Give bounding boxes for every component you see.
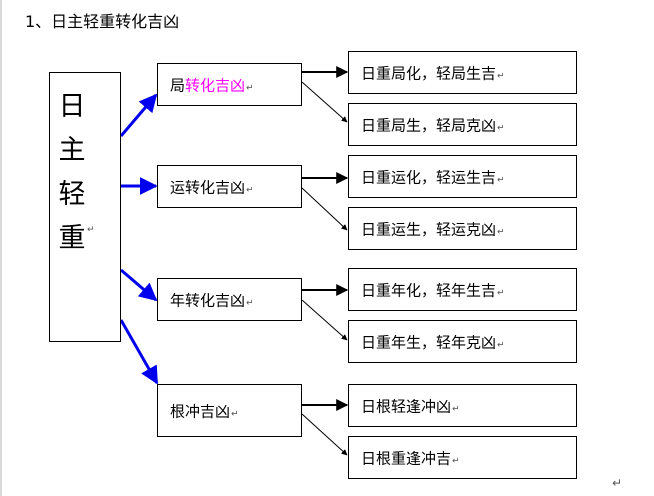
root-node: 日 主 轻 重 ↵ [49, 72, 121, 342]
leaf-label: 日重运化，轻运生吉↵ [361, 166, 505, 187]
leaf-text: 日重运化，轻运生吉 [361, 168, 497, 186]
leaf-node-1-2: 日重局生，轻局克凶↵ [348, 103, 577, 146]
leaf-text: 日重运生，轻运克凶 [361, 220, 497, 238]
paragraph-mark: ↵ [612, 476, 623, 490]
branch-label-plain: 运转化吉凶 [170, 178, 246, 196]
root-char: 日 [58, 91, 86, 122]
branch-1-to-leaf-2-arrow [301, 81, 348, 123]
leaf-label: 日根重逢冲吉↵ [361, 447, 460, 468]
root-label: 日 主 轻 重 [50, 85, 94, 261]
leaf-node-1-1: 日重局化，轻局生吉↵ [348, 51, 577, 94]
branch-node-4: 根冲吉凶↵ [157, 384, 302, 437]
page-margin-bar [0, 0, 2, 496]
paragraph-mark: ↵ [497, 340, 505, 350]
branch-node-3: 年转化吉凶↵ [157, 278, 302, 321]
paragraph-mark: ↵ [497, 288, 505, 298]
leaf-label: 日重运生，轻运克凶↵ [361, 218, 505, 239]
root-char: 轻 [58, 179, 86, 210]
paragraph-mark: ↵ [246, 185, 254, 195]
leaf-text: 日重年化，轻年生吉 [361, 281, 497, 299]
branch-label: 运转化吉凶↵ [170, 176, 254, 197]
leaf-label: 日根轻逢冲凶↵ [361, 395, 460, 416]
leaf-text: 日重局化，轻局生吉 [361, 64, 497, 82]
branch-4-to-leaf-2-arrow [301, 413, 348, 456]
leaf-node-2-1: 日重运化，轻运生吉↵ [348, 155, 577, 198]
root-char: 重 [58, 223, 86, 254]
leaf-node-3-2: 日重年生，轻年克凶↵ [348, 320, 577, 363]
paragraph-mark: ↵ [497, 227, 505, 237]
leaf-node-3-1: 日重年化，轻年生吉↵ [348, 268, 577, 311]
leaf-node-2-2: 日重运生，轻运克凶↵ [348, 207, 577, 250]
leaf-text: 日根重逢冲吉 [361, 449, 452, 467]
root-to-branch-4-arrow [119, 319, 159, 385]
paragraph-mark: ↵ [497, 123, 505, 133]
paragraph-mark: ↵ [497, 175, 505, 185]
branch-label-plain: 根冲吉凶 [170, 402, 231, 420]
leaf-text: 日根轻逢冲凶 [361, 397, 452, 415]
branch-node-2: 运转化吉凶↵ [157, 165, 302, 208]
root-char: 主 [58, 135, 86, 166]
branch-label-plain: 局 [170, 76, 186, 94]
branch-label: 根冲吉凶↵ [170, 400, 239, 421]
root-to-branch-1-arrow [119, 93, 158, 137]
leaf-node-4-2: 日根重逢冲吉↵ [348, 436, 577, 479]
paragraph-mark: ↵ [231, 409, 239, 419]
branch-label-plain: 年转化吉凶 [170, 291, 246, 309]
leaf-label: 日重局化，轻局生吉↵ [361, 62, 505, 83]
paragraph-mark: ↵ [246, 298, 254, 308]
paragraph-mark: ↵ [246, 83, 254, 93]
leaf-label: 日重年化，轻年生吉↵ [361, 279, 505, 300]
paragraph-mark: ↵ [497, 71, 505, 81]
root-to-branch-3-arrow [120, 268, 158, 302]
paragraph-mark: ↵ [87, 225, 95, 235]
leaf-node-4-1: 日根轻逢冲凶↵ [348, 384, 577, 427]
branch-node-1: 局转化吉凶↵ [157, 63, 302, 106]
branch-label: 局转化吉凶↵ [170, 74, 254, 95]
leaf-label: 日重年生，轻年克凶↵ [361, 331, 505, 352]
leaf-text: 日重局生，轻局克凶 [361, 116, 497, 134]
paragraph-mark: ↵ [452, 456, 460, 466]
branch-3-to-leaf-2-arrow [301, 299, 348, 341]
leaf-label: 日重局生，轻局克凶↵ [361, 114, 505, 135]
branch-label-highlight: 转化吉凶 [185, 76, 246, 94]
leaf-text: 日重年生，轻年克凶 [361, 333, 497, 351]
paragraph-mark: ↵ [452, 404, 460, 414]
branch-label: 年转化吉凶↵ [170, 289, 254, 310]
page-heading: 1、日主轻重转化吉凶 [25, 12, 180, 31]
branch-2-to-leaf-2-arrow [301, 187, 348, 231]
